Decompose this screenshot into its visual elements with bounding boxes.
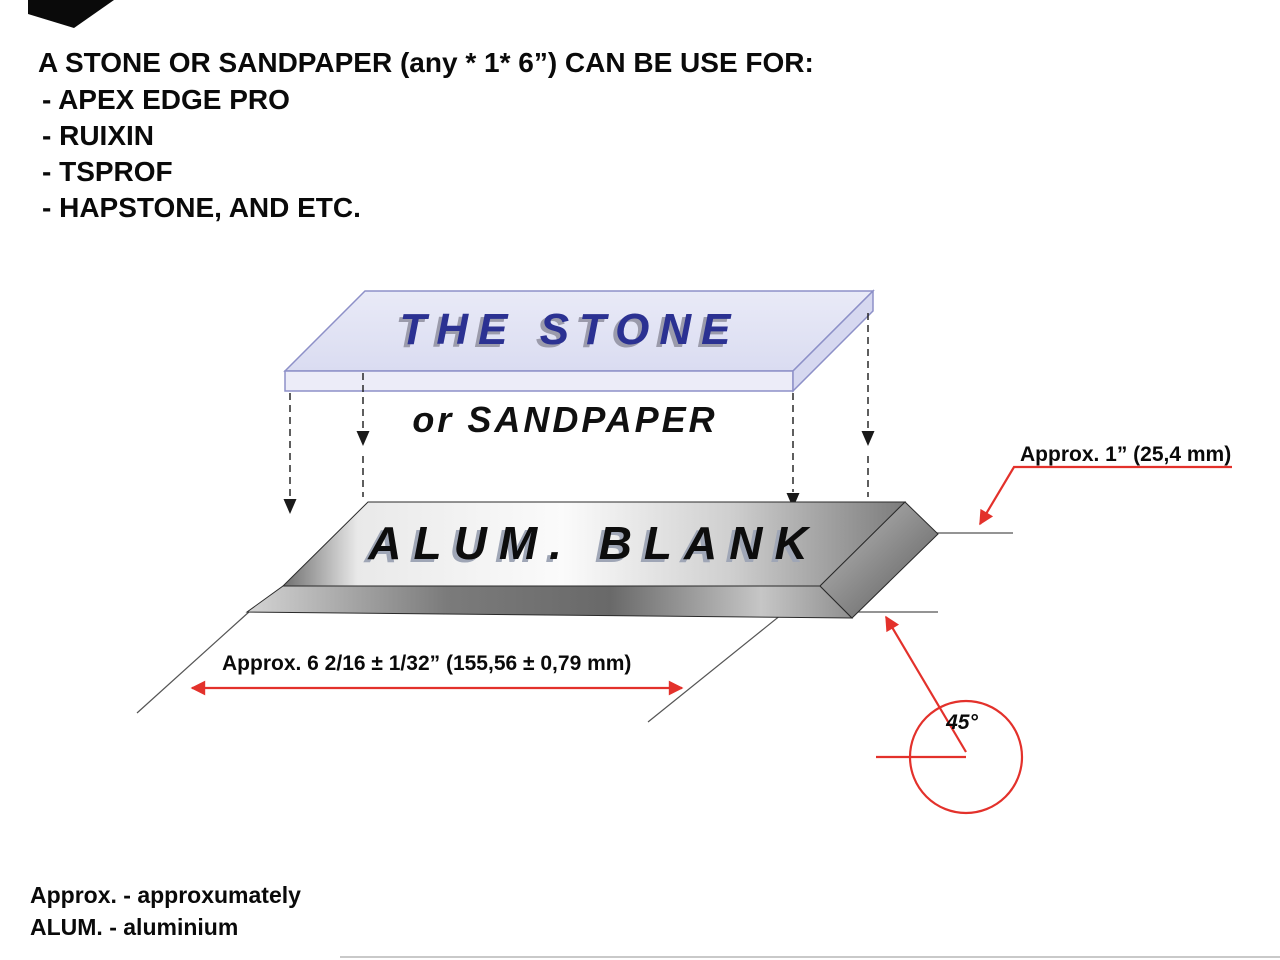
blank-label: ALUM. BLANK <box>367 517 819 569</box>
construction-line-left <box>136 610 251 714</box>
header-item-tsprof: - TSPROF <box>42 156 173 187</box>
legend-alum: ALUM. - aluminium <box>30 914 238 940</box>
header-item-ruixin: - RUIXIN <box>42 120 154 151</box>
blank-front-face <box>245 585 854 619</box>
arrow-head-far-left <box>283 499 297 514</box>
legend-block: Approx. - approxumately ALUM. - aluminiu… <box>30 882 301 940</box>
stone-right-face <box>792 289 874 393</box>
arrow-head-left <box>356 431 370 446</box>
stone-front-face <box>284 370 794 392</box>
corner-ribbon <box>28 0 114 28</box>
red-annotations <box>190 465 1232 815</box>
header-item-hapstone: - HAPSTONE, AND ETC. <box>42 192 361 223</box>
header-item-apex: - APEX EDGE PRO <box>42 84 290 115</box>
blank-label-shadow: ALUM. BLANK <box>363 520 815 572</box>
arrow-head-right <box>786 493 800 508</box>
stone-label-shadow: THE STONE <box>395 308 736 357</box>
width-dimension-label: Approx. 1” (25,4 mm) <box>1020 443 1231 466</box>
sandpaper-label: or SANDPAPER <box>412 399 717 440</box>
blank-shape: ALUM. BLANK ALUM. BLANK <box>245 501 939 619</box>
legend-approx: Approx. - approxumately <box>30 882 301 908</box>
header-title: A STONE OR SANDPAPER (any * 1* 6”) CAN B… <box>38 47 814 78</box>
stone-shape: THE STONE THE STONE <box>283 289 875 393</box>
stone-label: THE STONE <box>399 305 740 354</box>
blank-right-bevel-face <box>819 501 939 619</box>
drop-arrows <box>283 313 875 514</box>
angle-diagonal-line <box>885 615 967 753</box>
length-dimension-label: Approx. 6 2/16 ± 1/32” (155,56 ± 0,79 mm… <box>222 652 631 675</box>
angle-value-label: 45° <box>945 711 978 734</box>
width-leader-line <box>979 465 1232 526</box>
arrow-head-far-right <box>861 431 875 446</box>
header-block: A STONE OR SANDPAPER (any * 1* 6”) CAN B… <box>38 47 814 223</box>
